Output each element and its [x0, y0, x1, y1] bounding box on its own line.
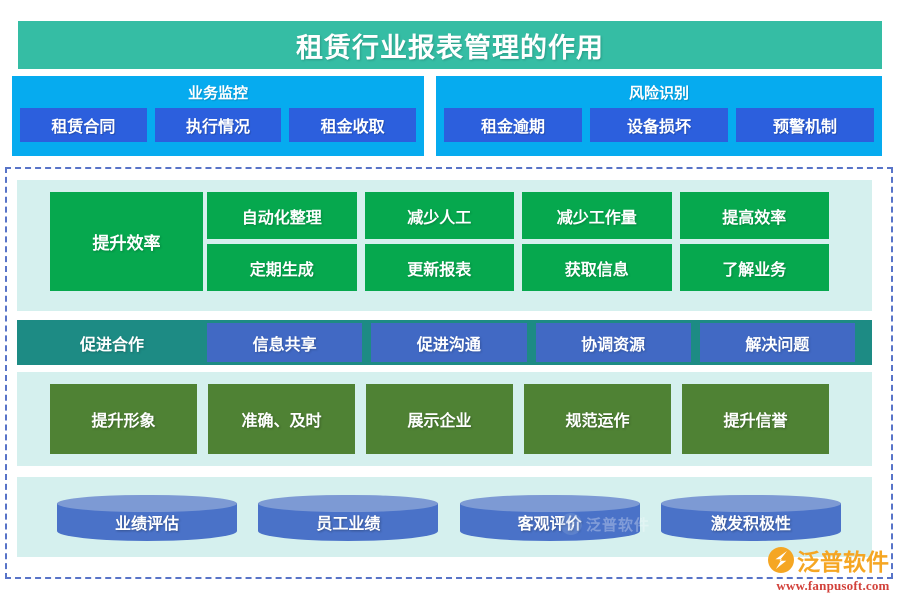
grid-image: 提升形象 准确、及时 展示企业 规范运作 提升信誉	[50, 384, 829, 454]
cylinder-label: 业绩评估	[114, 514, 179, 533]
dashed-container	[5, 167, 893, 579]
chip-row-business-monitoring: 租赁合同 执行情况 租金收取	[20, 108, 417, 142]
page-title: 租赁行业报表管理的作用	[18, 21, 882, 69]
cell-periodic-generation[interactable]: 定期生成	[207, 244, 357, 291]
chip-execution-status[interactable]: 执行情况	[154, 108, 282, 142]
cylinder-performance-evaluation[interactable]: 业绩评估	[57, 495, 237, 547]
cell-reduce-workload[interactable]: 减少工作量	[522, 192, 672, 239]
grid-cooperation: 信息共享 促进沟通 协调资源 解决问题	[207, 323, 855, 362]
cylinder-top-ellipse	[258, 495, 439, 512]
panel-business-monitoring: 业务监控 租赁合同 执行情况 租金收取	[12, 76, 424, 156]
cell-accurate-timely[interactable]: 准确、及时	[208, 384, 355, 454]
chip-equipment-damage[interactable]: 设备损坏	[590, 108, 728, 142]
cell-coordinate-resources[interactable]: 协调资源	[535, 323, 691, 362]
anchor-improve-efficiency[interactable]: 提升效率	[50, 192, 203, 291]
cell-enhance-reputation[interactable]: 提升信誉	[682, 384, 829, 454]
cylinder-stimulate-enthusiasm[interactable]: 激发积极性	[660, 495, 841, 547]
grid-performance: 业绩评估 员工业绩 客观评价 激发积极性	[57, 495, 841, 547]
chip-rent-overdue[interactable]: 租金逾期	[444, 108, 582, 142]
cell-information-sharing[interactable]: 信息共享	[207, 323, 363, 362]
cylinder-top-ellipse	[57, 495, 237, 512]
cell-understand-business[interactable]: 了解业务	[679, 244, 829, 291]
panel-risk-identification: 风险识别 租金逾期 设备损坏 预警机制	[436, 76, 882, 156]
cylinder-objective-evaluation[interactable]: 客观评价	[459, 495, 640, 547]
cylinder-label: 客观评价	[517, 514, 582, 533]
cell-standardized-operation[interactable]: 规范运作	[524, 384, 671, 454]
grid-efficiency: 自动化整理 减少人工 减少工作量 提高效率 定期生成 更新报表 获取信息 了解业…	[207, 192, 829, 291]
chip-row-risk-identification: 租金逾期 设备损坏 预警机制	[444, 108, 874, 142]
cell-promote-communication[interactable]: 促进沟通	[371, 323, 527, 362]
anchor-promote-cooperation[interactable]: 促进合作	[79, 334, 144, 354]
cell-improve-efficiency[interactable]: 提高效率	[679, 192, 829, 239]
cell-obtain-information[interactable]: 获取信息	[522, 244, 672, 291]
cell-enhance-image[interactable]: 提升形象	[50, 384, 197, 454]
cell-showcase-enterprise[interactable]: 展示企业	[366, 384, 513, 454]
cylinder-label: 员工业绩	[316, 514, 381, 533]
brand-logo-url: www.fanpusoft.com	[776, 578, 890, 593]
cell-update-reports[interactable]: 更新报表	[364, 244, 514, 291]
cylinder-label: 激发积极性	[710, 514, 791, 533]
cylinder-top-ellipse	[660, 495, 841, 512]
panel-title-business-monitoring: 业务监控	[187, 84, 248, 102]
cylinder-employee-performance[interactable]: 员工业绩	[258, 495, 439, 547]
cell-automated-organization[interactable]: 自动化整理	[207, 192, 357, 239]
cell-solve-problems[interactable]: 解决问题	[699, 323, 855, 362]
cylinder-top-ellipse	[459, 495, 640, 512]
cell-reduce-manual-work[interactable]: 减少人工	[364, 192, 514, 239]
panel-title-risk-identification: 风险识别	[628, 84, 689, 102]
chip-early-warning[interactable]: 预警机制	[736, 108, 874, 142]
chip-rent-collection[interactable]: 租金收取	[289, 108, 417, 142]
chip-lease-contract[interactable]: 租赁合同	[20, 108, 147, 142]
page-title-text: 租赁行业报表管理的作用	[296, 32, 604, 64]
band-cooperation: 促进合作 信息共享 促进沟通 协调资源 解决问题	[17, 320, 872, 365]
